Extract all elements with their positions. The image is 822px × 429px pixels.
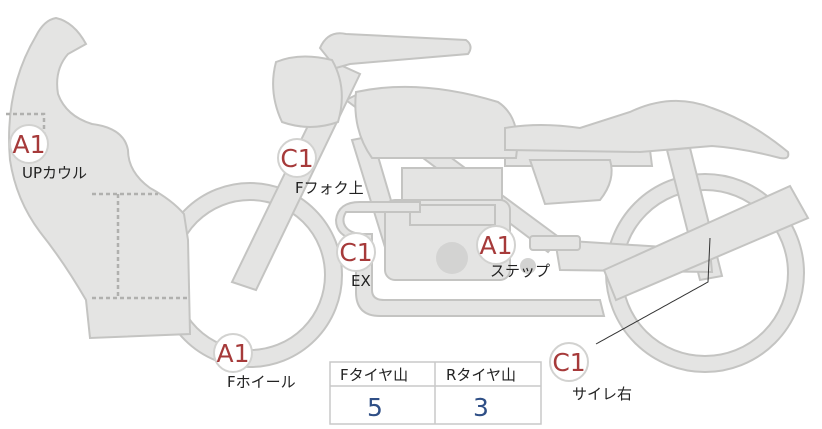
damage-part-label: Fホイール <box>227 373 296 391</box>
engine <box>384 167 536 281</box>
damage-marker-2[interactable]: C1 Fフォク上 <box>277 138 364 197</box>
damage-part-label: EX <box>351 272 371 290</box>
side-cover <box>528 159 613 206</box>
damage-code-label: A1 <box>12 130 45 159</box>
fuel-tank <box>354 85 519 159</box>
damage-marker-4[interactable]: A1 ステップ <box>476 225 550 280</box>
damage-code-label: A1 <box>479 231 512 260</box>
damage-code-label: C1 <box>280 144 313 173</box>
damage-part-label: UPカウル <box>22 164 87 182</box>
handlebar <box>318 32 472 70</box>
front-cowl <box>8 16 192 340</box>
damage-marker-3[interactable]: C1 EX <box>336 232 376 290</box>
headlight <box>272 55 343 128</box>
damage-marker-1[interactable]: A1 UPカウル <box>9 124 87 182</box>
damage-marker-5[interactable]: A1 Fホイール <box>213 333 296 391</box>
damage-code-label: C1 <box>552 348 585 377</box>
damage-part-label: ステップ <box>490 262 550 280</box>
rear-tread-label: Rタイヤ山 <box>446 366 516 384</box>
seat <box>504 99 790 160</box>
motorcycle-silhouette <box>6 16 810 373</box>
front-tread-value: 5 <box>367 393 383 422</box>
damage-code-label: C1 <box>339 238 372 267</box>
damage-part-label: Fフォク上 <box>295 179 364 197</box>
front-tread-label: Fタイヤ山 <box>340 366 408 384</box>
damage-code-label: A1 <box>216 339 249 368</box>
rear-tread-value: 3 <box>473 393 489 422</box>
muffler <box>602 184 810 302</box>
cowl-panel-lines <box>6 112 188 300</box>
tire-tread-table: Fタイヤ山 Rタイヤ山 5 3 <box>329 361 542 425</box>
silencer-leader-line <box>595 237 711 345</box>
damage-part-label: サイレ右 <box>572 385 632 403</box>
damage-marker-6[interactable]: C1 サイレ右 <box>549 342 632 403</box>
footpeg <box>529 235 581 251</box>
